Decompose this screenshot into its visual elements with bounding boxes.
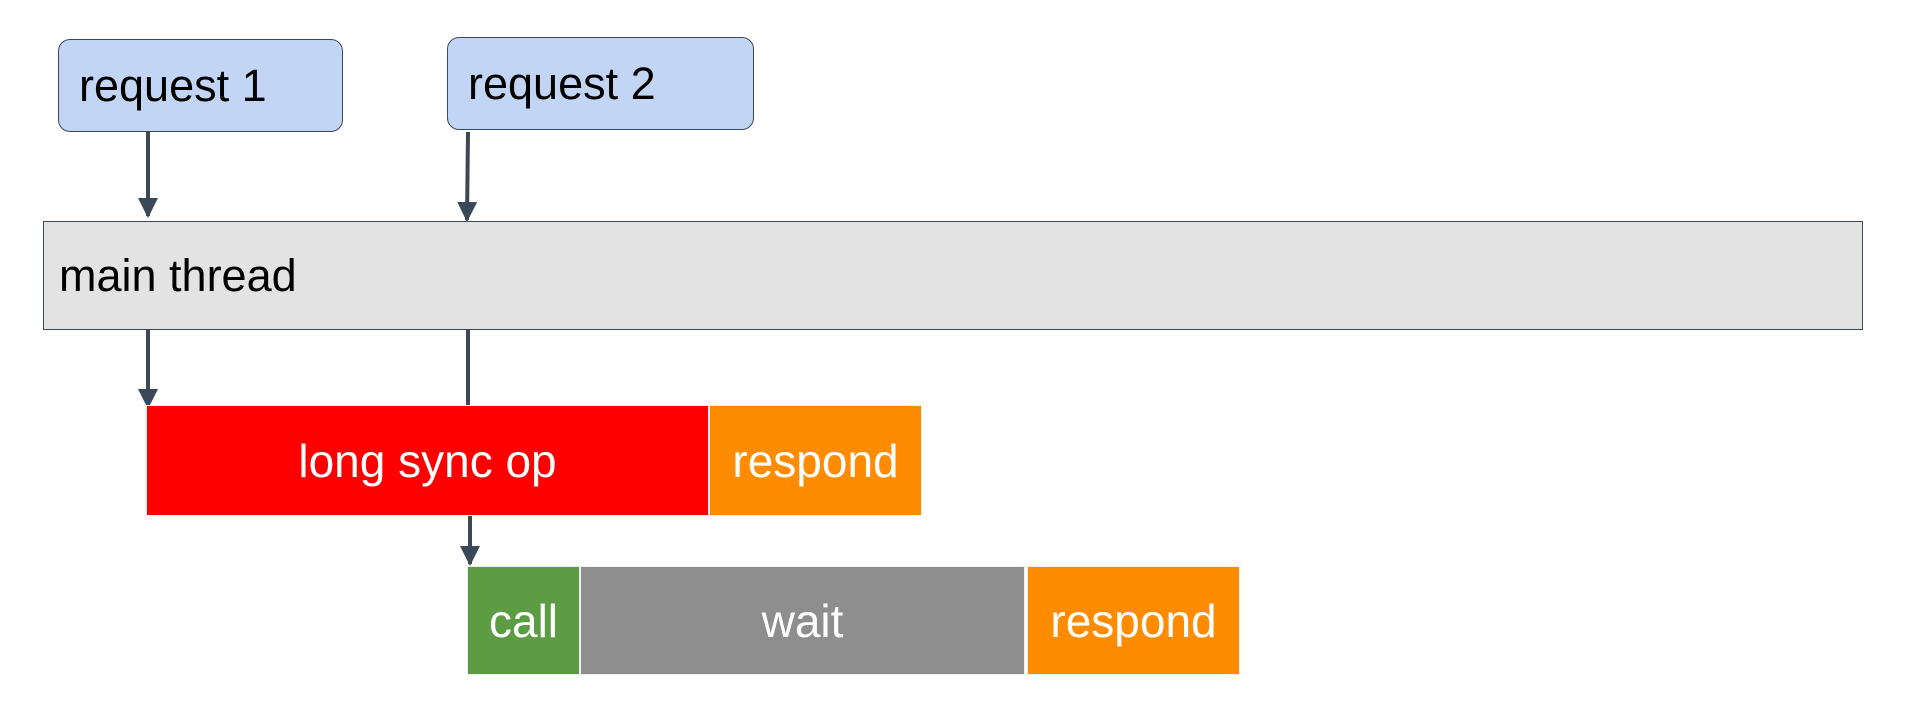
long-sync-op-segment: long sync op — [146, 405, 709, 516]
request-2-box: request 2 — [447, 37, 754, 130]
long-sync-op-label: long sync op — [298, 434, 557, 487]
call-segment: call — [467, 566, 580, 675]
request-1-box: request 1 — [58, 39, 343, 132]
wait-label: wait — [761, 594, 844, 647]
request-2-label: request 2 — [468, 58, 656, 109]
main-thread-label: main thread — [59, 250, 297, 301]
request-1-label: request 1 — [79, 60, 267, 111]
respond-segment-1: respond — [709, 405, 922, 516]
respond-segment-2: respond — [1027, 566, 1240, 675]
respond-label-1: respond — [732, 434, 899, 487]
respond-label-2: respond — [1050, 594, 1217, 647]
wait-segment: wait — [580, 566, 1025, 675]
main-thread-bar: main thread — [43, 221, 1863, 330]
call-label: call — [488, 594, 559, 647]
arrow-request2-to-thread — [457, 131, 478, 222]
